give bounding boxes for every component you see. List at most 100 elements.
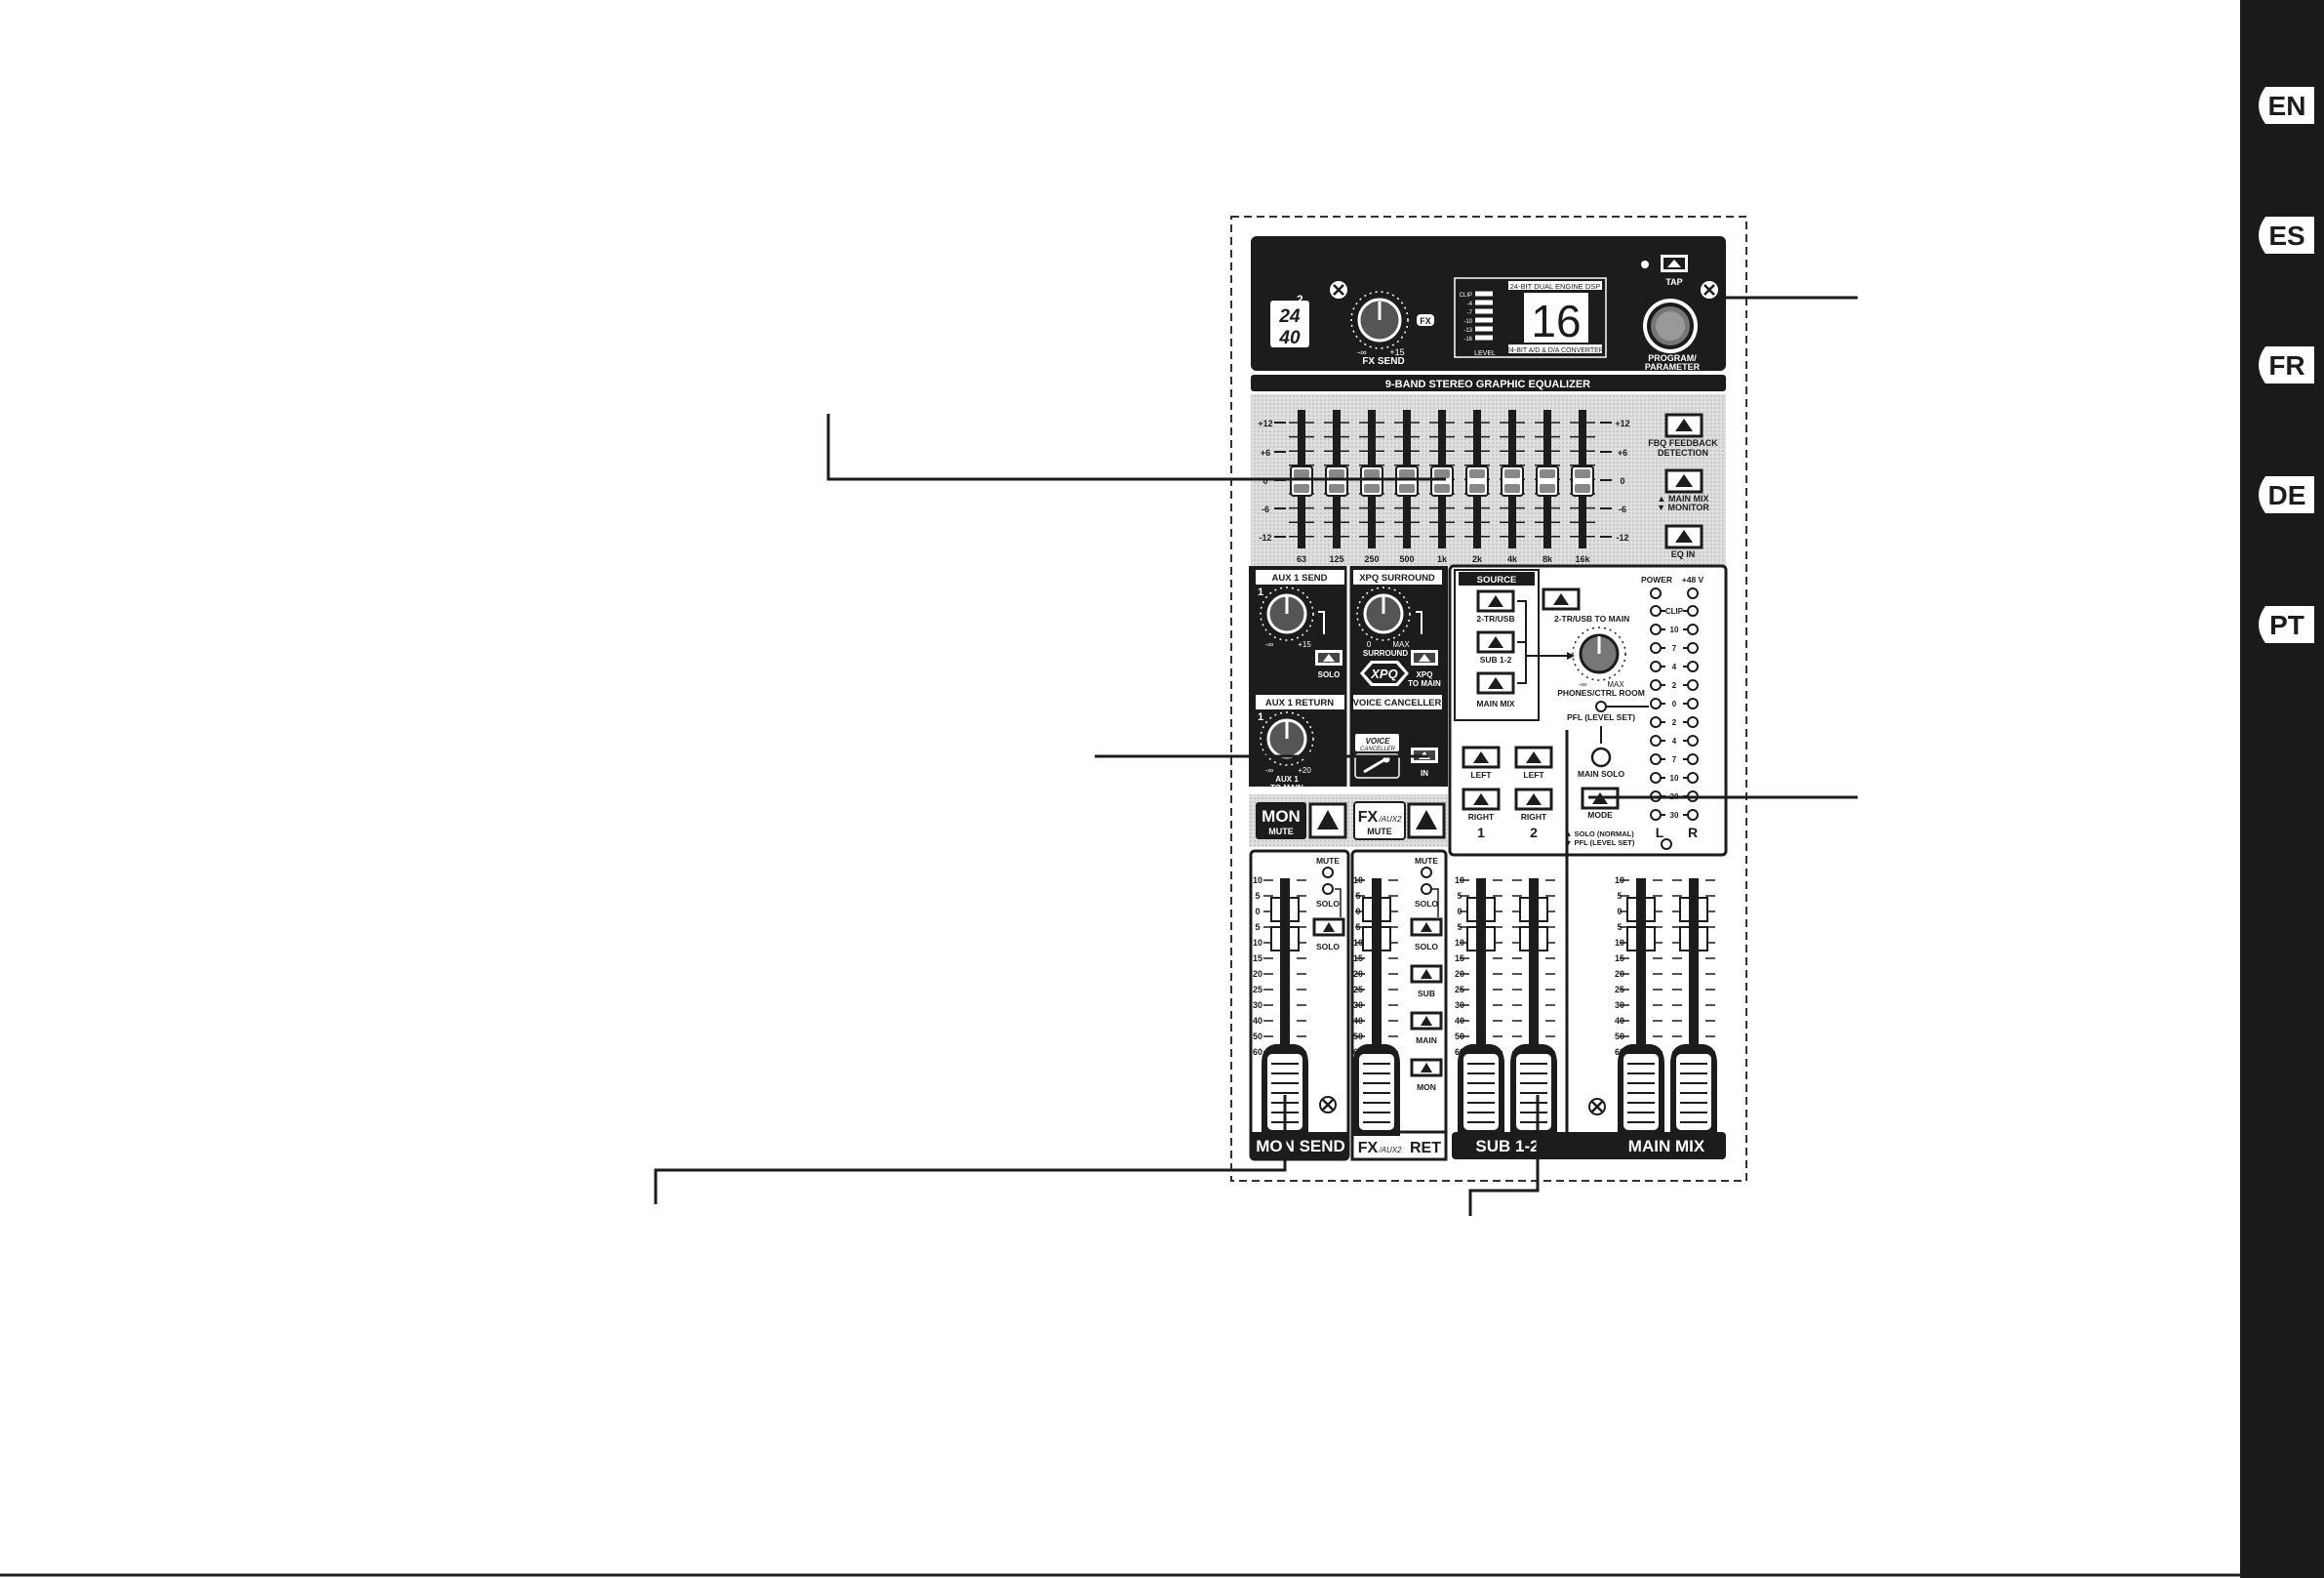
geq-scale-right: -6 xyxy=(1619,505,1626,514)
fx-level-segment xyxy=(1475,291,1493,297)
fader-slot xyxy=(1689,878,1699,1113)
fader-scale-label: 60 xyxy=(1253,1047,1262,1057)
fx-mute-button[interactable] xyxy=(1407,802,1446,839)
fx-ret-fader[interactable] xyxy=(1353,1044,1400,1136)
geq-fader-63[interactable] xyxy=(1290,465,1313,497)
geq-band-label: 8k xyxy=(1543,554,1553,564)
tap-button[interactable] xyxy=(1661,255,1688,272)
phones-knob-min: -∞ xyxy=(1579,680,1587,689)
callout-lines xyxy=(654,237,1858,1216)
geq-fader-8k[interactable] xyxy=(1536,465,1559,497)
mon-solo-button[interactable] xyxy=(1312,917,1345,937)
fx-solo-button[interactable] xyxy=(1410,917,1443,937)
fx-knob-min: -∞ xyxy=(1357,347,1366,357)
main-solo-label: MAIN SOLO xyxy=(1578,769,1625,779)
meter-scale-label: 2 xyxy=(1672,681,1677,690)
fx-level-meter-label: -7 xyxy=(1467,310,1473,316)
fader-slot xyxy=(1372,878,1382,1113)
language-sidebar xyxy=(2240,0,2324,1578)
main-mix-right-fader[interactable] xyxy=(1670,1044,1717,1136)
phones-ctrl-room-knob[interactable] xyxy=(1572,627,1626,681)
phantom-label: +48 V xyxy=(1682,575,1704,585)
sub-left-label: LEFT xyxy=(1523,770,1544,780)
aux-return-number: 1 xyxy=(1258,711,1263,723)
fx-mon-button[interactable] xyxy=(1410,1058,1443,1077)
eq-in-button[interactable] xyxy=(1664,524,1703,549)
geq-fader-2k[interactable] xyxy=(1465,465,1489,497)
mon-send-label: MON SEND xyxy=(1256,1137,1345,1155)
sub2-fader[interactable] xyxy=(1510,1044,1557,1136)
geq-fader-1k[interactable] xyxy=(1430,465,1454,497)
source-2tr-usb-button[interactable] xyxy=(1476,589,1515,613)
xpq-logo-text: XPQ xyxy=(1370,667,1397,681)
main-solo-button[interactable] xyxy=(1590,747,1612,768)
dsp-title-bar xyxy=(1508,281,1602,290)
source-main-mix-label: MAIN MIX xyxy=(1476,699,1515,708)
fader-slot xyxy=(1529,878,1539,1113)
mon-mute-button[interactable] xyxy=(1308,802,1347,839)
source-sub12-button[interactable] xyxy=(1476,630,1515,654)
mute-row: MON MUTE FX /AUX2 MUTE xyxy=(1249,794,1448,847)
geq-fader-125[interactable] xyxy=(1325,465,1348,497)
sub1-fader[interactable] xyxy=(1458,1044,1504,1136)
mon-solo-led xyxy=(1322,883,1334,895)
language-tab-pt[interactable] xyxy=(2259,606,2314,643)
sub2-left-button[interactable] xyxy=(1514,746,1553,769)
sub1-right-button[interactable] xyxy=(1462,788,1501,811)
source-main-mix-button[interactable] xyxy=(1476,671,1515,695)
main-mix-left-fader[interactable] xyxy=(1618,1044,1664,1136)
fx-main-button[interactable] xyxy=(1410,1011,1443,1031)
language-tab-label: DE xyxy=(2268,480,2306,510)
mon-solo-button-label: SOLO xyxy=(1316,942,1340,951)
meter-scale-label: 0 xyxy=(1672,700,1677,708)
language-tab-en[interactable] xyxy=(2259,87,2314,124)
xpq-to-main-button[interactable] xyxy=(1411,650,1438,666)
phantom-led xyxy=(1687,587,1699,599)
language-tab-label: EN xyxy=(2268,91,2306,121)
language-tab-fr[interactable] xyxy=(2259,346,2314,384)
power-label: POWER xyxy=(1641,575,1672,585)
language-tab-es[interactable] xyxy=(2259,217,2314,254)
mon-mute-label-2: MUTE xyxy=(1268,827,1294,836)
sub1-left-button[interactable] xyxy=(1462,746,1501,769)
aux-send-solo-button[interactable] xyxy=(1315,650,1342,666)
aux-send-knob[interactable] xyxy=(1260,587,1314,641)
fx-send-knob[interactable] xyxy=(1350,291,1409,349)
fx-ret-label-1: FX xyxy=(1358,1140,1379,1156)
aux-send-max: +15 xyxy=(1298,640,1311,649)
geq-fader-4k[interactable] xyxy=(1501,465,1524,497)
geq-fader-16k[interactable] xyxy=(1571,465,1594,497)
fx-solo-button-label: SOLO xyxy=(1415,942,1438,951)
geq-fader-250[interactable] xyxy=(1360,465,1383,497)
xpq-title: XPQ SURROUND xyxy=(1359,573,1435,584)
fx-sub-button[interactable] xyxy=(1410,964,1443,984)
geq-main-mix-monitor-button[interactable] xyxy=(1664,468,1703,494)
fx-mute-led-label: MUTE xyxy=(1415,856,1438,866)
sub2-right-button[interactable] xyxy=(1514,788,1553,811)
meter-scale-label: 30 xyxy=(1670,811,1679,820)
fader-section: MON SEND FX /AUX2 RET SUB 1-2 MAIN MIX M… xyxy=(1249,849,1726,1161)
aux-return-max: +20 xyxy=(1298,766,1311,775)
geq-fader-500[interactable] xyxy=(1395,465,1419,497)
program-encoder-knob[interactable] xyxy=(1643,299,1698,353)
preset-display-value: 16 xyxy=(1531,296,1581,346)
fx-level-meter-label: -10 xyxy=(1463,319,1472,325)
source-sub12-label: SUB 1-2 xyxy=(1480,655,1512,665)
meter-scale-label: 4 xyxy=(1672,737,1677,746)
geq-scale-left: +12 xyxy=(1258,419,1272,428)
pfl-label: PFL (LEVEL SET) xyxy=(1567,712,1635,722)
xpq-surround-knob[interactable] xyxy=(1356,587,1411,641)
mon-mute-label-1: MON xyxy=(1262,807,1301,826)
fx-ret-label-2: /AUX2 xyxy=(1378,1146,1402,1154)
fx-knob-number: 2 xyxy=(1297,293,1303,306)
fbq-button[interactable] xyxy=(1664,413,1703,438)
language-tab-de[interactable] xyxy=(2259,476,2314,513)
fx-mute-label-2: /AUX2 xyxy=(1378,815,1402,824)
aux-send-solo-label: SOLO xyxy=(1318,670,1341,679)
2tr-usb-to-main-button[interactable] xyxy=(1542,587,1581,611)
dsp-footer: 24-BIT A/D & D/A CONVERTER xyxy=(1506,347,1604,354)
sub-number-label: 2 xyxy=(1530,825,1538,840)
